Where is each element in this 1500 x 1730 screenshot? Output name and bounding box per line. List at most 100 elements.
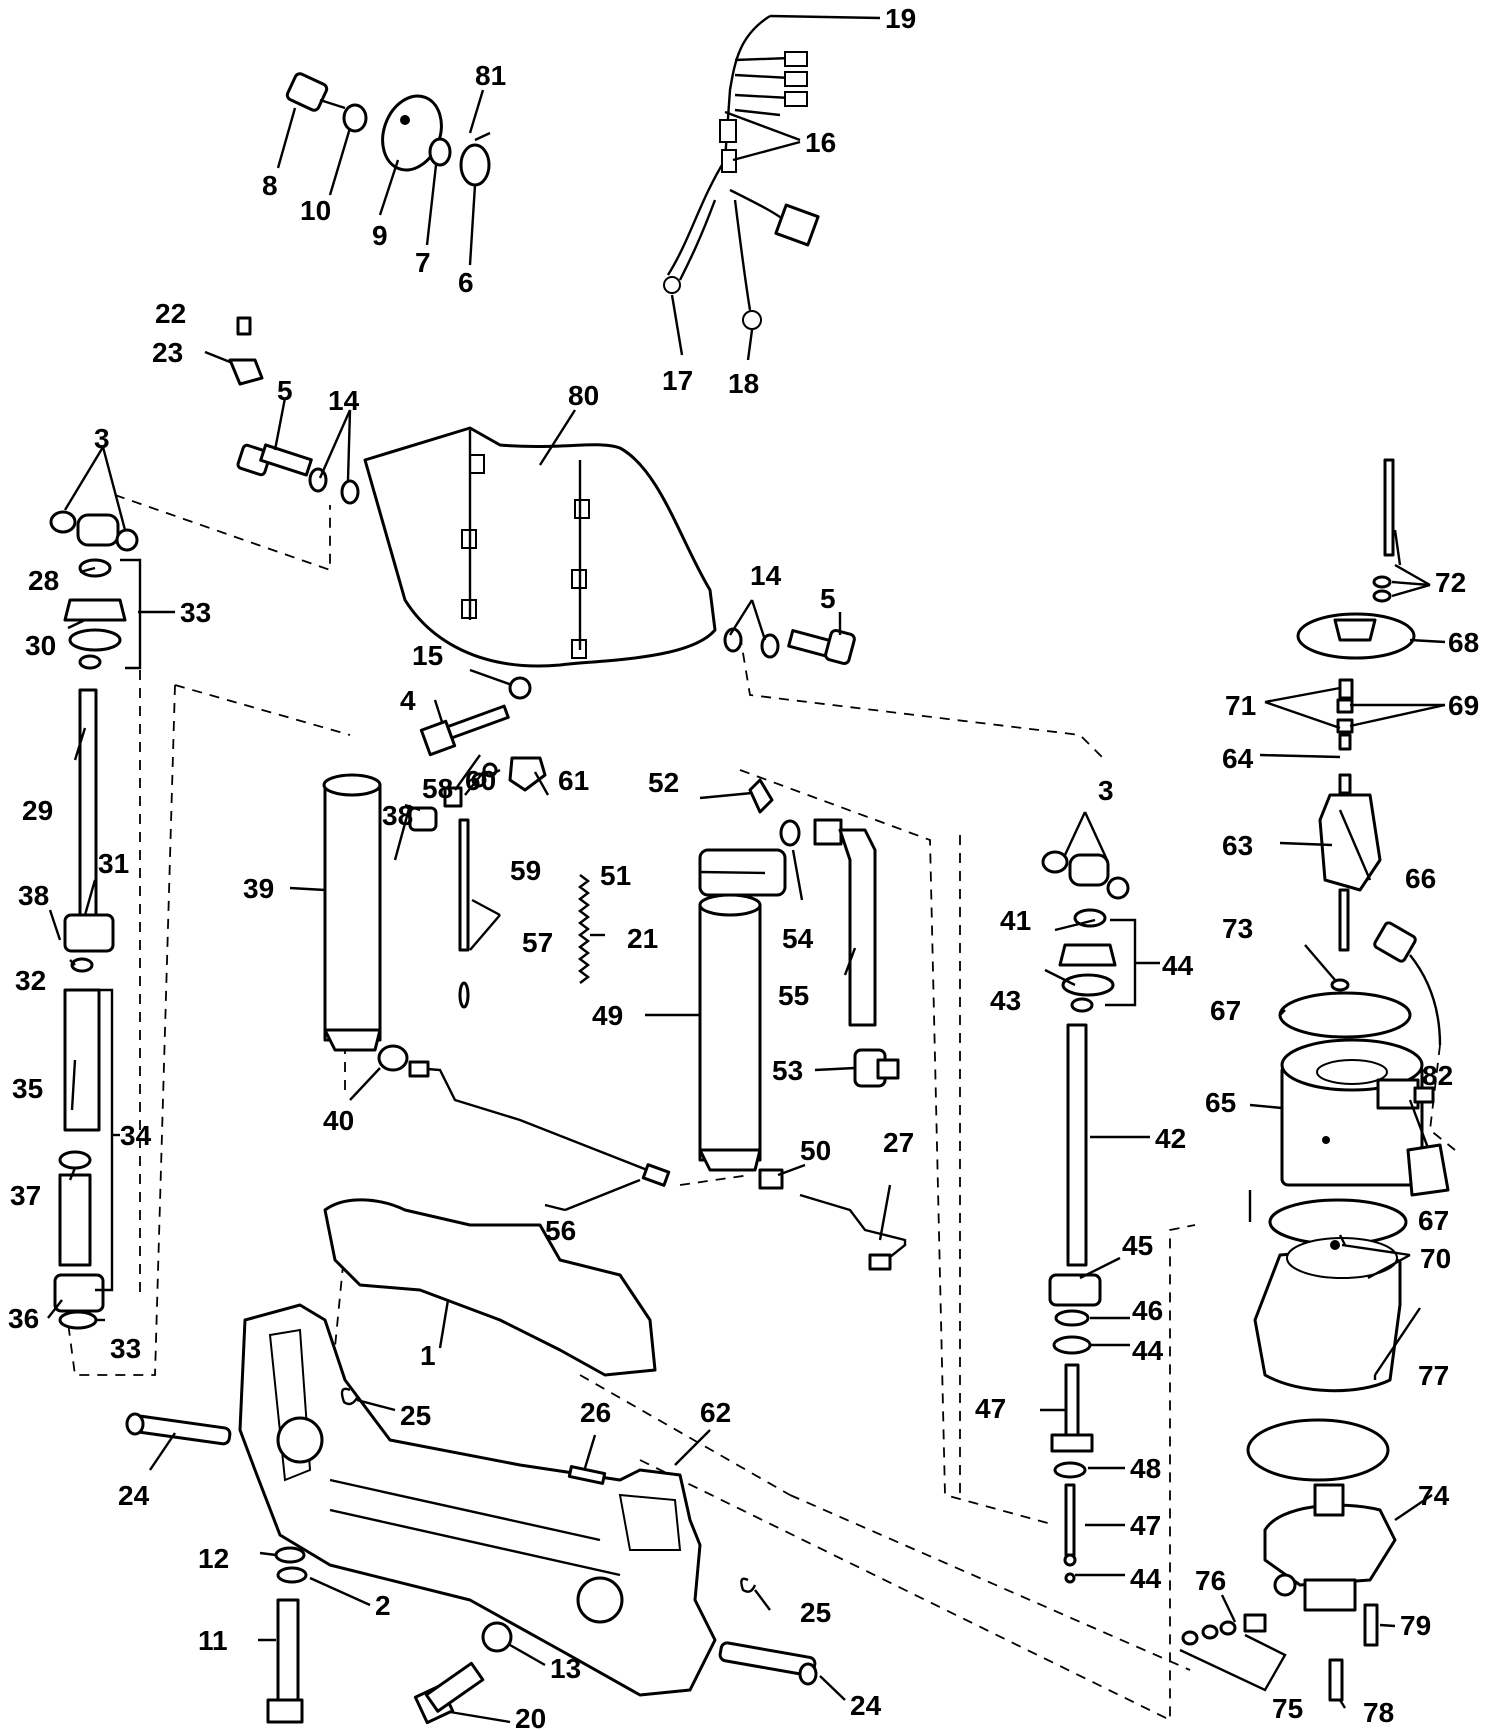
callout-39: 39 (243, 873, 274, 904)
callout-30: 30 (25, 630, 56, 661)
callout-3-left: 3 (94, 423, 110, 454)
callout-69: 69 (1448, 690, 1479, 721)
bolt-part (419, 704, 510, 757)
assembly-guide-lines (64, 494, 1456, 1722)
callout-68: 68 (1448, 627, 1479, 658)
callout-17: 17 (662, 365, 693, 396)
valve-parts (408, 756, 547, 1009)
callout-5-top: 5 (277, 375, 293, 406)
callout-80: 80 (568, 380, 599, 411)
callout-64: 64 (1222, 743, 1254, 774)
bracket-part (363, 426, 717, 668)
callout-41: 41 (1000, 905, 1031, 936)
callout-12: 12 (198, 1543, 229, 1574)
tube-56-part (377, 1044, 671, 1187)
callout-63: 63 (1222, 830, 1253, 861)
bolt-20-part (413, 1661, 485, 1725)
callout-72: 72 (1435, 567, 1466, 598)
callout-1: 1 (420, 1340, 436, 1371)
callout-14-right: 14 (750, 560, 782, 591)
callout-73: 73 (1222, 913, 1253, 944)
hose-part (813, 818, 900, 1088)
callout-26: 26 (580, 1397, 611, 1428)
washer-part (779, 819, 801, 847)
callout-38-left: 38 (18, 880, 49, 911)
screw-part (236, 316, 252, 336)
callout-29: 29 (22, 795, 53, 826)
callout-24-left: 24 (118, 1480, 150, 1511)
tilt-pin-right-part (718, 1641, 818, 1686)
callout-53: 53 (772, 1055, 803, 1086)
callout-38-mid: 38 (382, 800, 413, 831)
callout-33-bottom: 33 (110, 1333, 141, 1364)
callout-leader-lines (47, 14, 1446, 1724)
callout-67-bottom: 67 (1418, 1205, 1449, 1236)
callout-24-right: 24 (850, 1690, 882, 1721)
callout-48: 48 (1130, 1453, 1161, 1484)
callout-54: 54 (782, 923, 814, 954)
callout-56: 56 (545, 1215, 576, 1246)
callout-36: 36 (8, 1303, 39, 1334)
callout-67-top: 67 (1210, 995, 1241, 1026)
pipe-27-part (758, 1168, 907, 1271)
callout-47-bottom: 47 (1130, 1510, 1161, 1541)
callout-27: 27 (883, 1127, 914, 1158)
callout-23: 23 (152, 337, 183, 368)
callout-6: 6 (458, 267, 474, 298)
callout-25-top: 25 (400, 1400, 431, 1431)
callout-44-mid: 44 (1132, 1335, 1164, 1366)
callout-25-bottom: 25 (800, 1597, 831, 1628)
callout-33-top: 33 (180, 597, 211, 628)
callout-78: 78 (1363, 1697, 1394, 1728)
callout-labels: 19 81 16 8 10 9 7 6 17 18 22 23 5 14 80 … (8, 3, 1479, 1730)
wiring-harness-part (663, 14, 820, 330)
callout-77: 77 (1418, 1360, 1449, 1391)
callout-49: 49 (592, 1000, 623, 1031)
cylinder-right-part (698, 778, 787, 1172)
callout-45: 45 (1122, 1230, 1153, 1261)
callout-7: 7 (415, 247, 431, 278)
callout-57: 57 (522, 927, 553, 958)
callout-62: 62 (700, 1397, 731, 1428)
clip-part (228, 358, 264, 386)
spring-part (578, 874, 590, 984)
callout-35: 35 (12, 1073, 43, 1104)
callout-20: 20 (515, 1703, 546, 1730)
callout-43: 43 (990, 985, 1021, 1016)
callout-10: 10 (300, 195, 331, 226)
callout-46: 46 (1132, 1295, 1163, 1326)
callout-40: 40 (323, 1105, 354, 1136)
motor-assembly-part (1181, 458, 1450, 1702)
callout-21: 21 (627, 923, 658, 954)
callout-65: 65 (1205, 1087, 1236, 1118)
callout-81: 81 (475, 60, 506, 91)
callout-70: 70 (1420, 1243, 1451, 1274)
parts-artwork (49, 14, 1450, 1725)
callout-55: 55 (778, 980, 809, 1011)
nut-part (508, 676, 532, 700)
callout-2: 2 (375, 1590, 391, 1621)
callout-60: 60 (465, 765, 496, 796)
sensor-assembly-part (285, 72, 491, 187)
callout-3-right: 3 (1098, 775, 1114, 806)
callout-14-top: 14 (328, 385, 360, 416)
cylinder-part (322, 773, 382, 1052)
right-cylinder-assembly-part (1041, 850, 1130, 1584)
callout-66: 66 (1405, 863, 1436, 894)
callout-76: 76 (1195, 1565, 1226, 1596)
cotter-pin-part (340, 1387, 360, 1406)
callout-82: 82 (1422, 1060, 1453, 1091)
callout-71: 71 (1225, 690, 1256, 721)
callout-51: 51 (600, 860, 631, 891)
callout-52: 52 (648, 767, 679, 798)
transom-bracket-part (238, 1303, 717, 1697)
callout-58: 58 (422, 773, 453, 804)
callout-47-top: 47 (975, 1393, 1006, 1424)
swivel-bracket-part (323, 1198, 657, 1377)
callout-61: 61 (558, 765, 589, 796)
callout-11: 11 (198, 1625, 228, 1656)
callout-16: 16 (805, 127, 836, 158)
callout-74: 74 (1418, 1480, 1450, 1511)
callout-18: 18 (728, 368, 759, 399)
